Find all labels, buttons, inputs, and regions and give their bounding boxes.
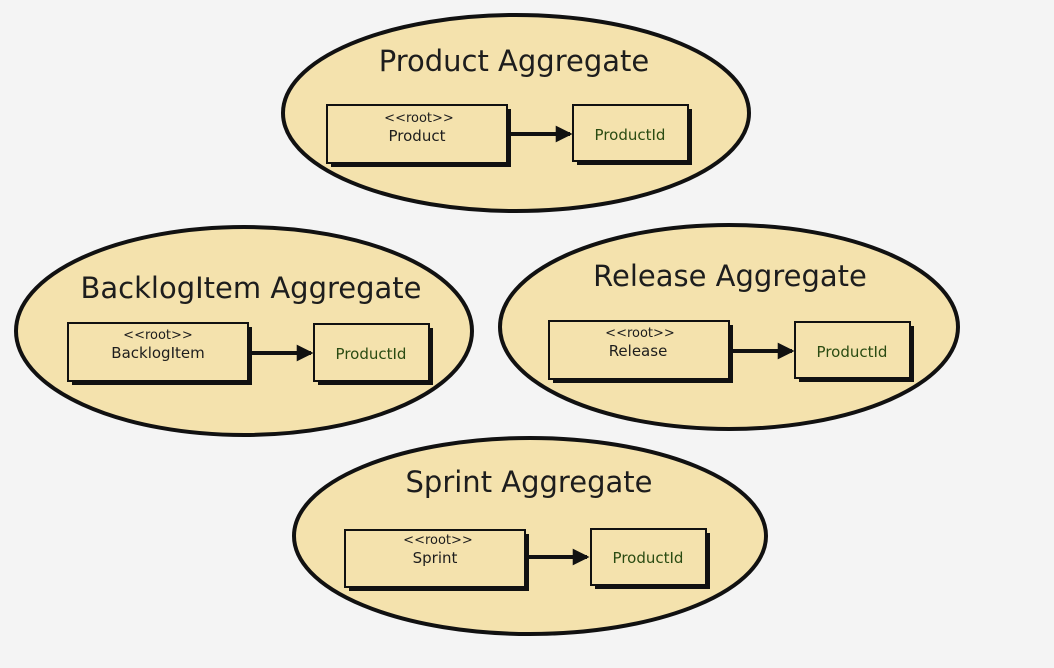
backlogitem-root-box [67, 322, 249, 382]
backlogitem-productid-box [313, 323, 430, 382]
product-root-label: Product [389, 127, 446, 145]
aggregate-release: Release Aggregate <<root>> Release Produ… [498, 223, 960, 431]
aggregate-backlogitem: BacklogItem Aggregate <<root>> BacklogIt… [14, 225, 474, 437]
aggregate-product-title: Product Aggregate [379, 44, 650, 78]
sprint-root-stereotype: <<root>> [403, 533, 473, 548]
sprint-root-box [344, 529, 526, 588]
release-root-label: Release [609, 342, 668, 360]
aggregate-sprint-title: Sprint Aggregate [406, 465, 653, 499]
aggregate-backlogitem-title: BacklogItem Aggregate [80, 271, 421, 305]
release-root-stereotype: <<root>> [605, 326, 675, 341]
aggregate-release-title: Release Aggregate [593, 259, 867, 293]
sprint-root-label: Sprint [413, 549, 458, 567]
backlogitem-root-stereotype: <<root>> [123, 328, 193, 343]
backlogitem-root-label: BacklogItem [111, 344, 204, 362]
release-root-box [548, 320, 730, 380]
sprint-productid-label: ProductId [613, 549, 684, 567]
product-root-stereotype: <<root>> [384, 111, 454, 126]
backlogitem-productid-label: ProductId [336, 345, 407, 363]
release-productid-label: ProductId [817, 343, 888, 361]
product-root-box [326, 104, 508, 164]
aggregate-product: Product Aggregate <<root>> Product Produ… [281, 13, 751, 213]
aggregate-sprint: Sprint Aggregate <<root>> Sprint Product… [292, 436, 768, 636]
product-productid-label: ProductId [595, 126, 666, 144]
product-productid-box [572, 104, 689, 162]
sprint-productid-box [590, 528, 707, 586]
release-productid-box [794, 321, 911, 379]
